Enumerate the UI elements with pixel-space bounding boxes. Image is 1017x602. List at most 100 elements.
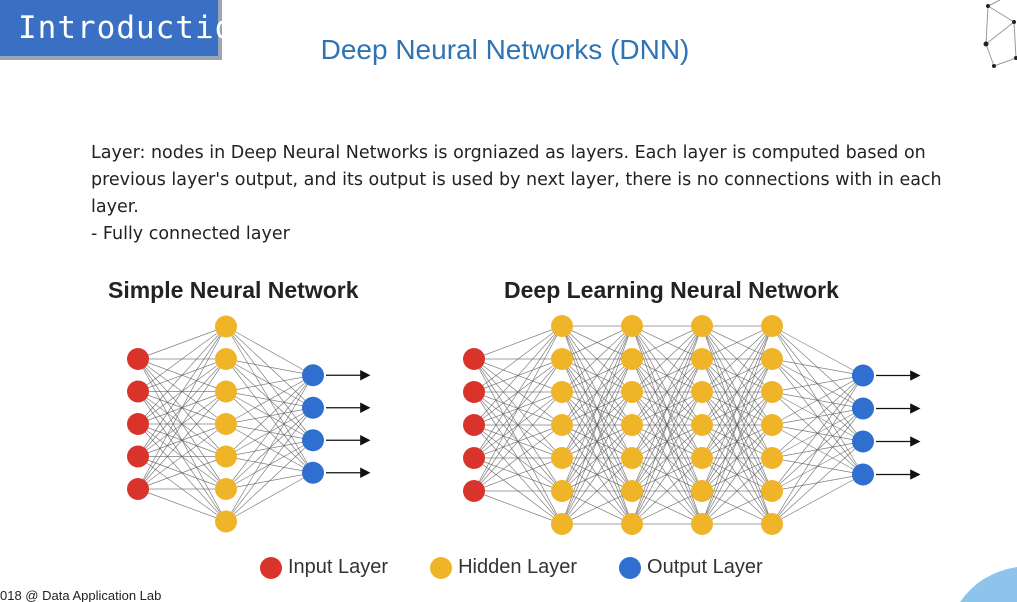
simple-net-edge <box>225 375 314 522</box>
corner-shape-icon <box>960 567 1017 602</box>
deep-net-edge <box>631 424 703 525</box>
deep-net-edge <box>631 325 703 459</box>
simple-net-edge <box>225 374 314 457</box>
simple-net-output-node <box>302 396 324 419</box>
deep-net-hidden-node <box>551 480 573 502</box>
deep-net-edge <box>473 325 563 393</box>
deep-net-hidden-node <box>621 348 643 370</box>
simple-net-hidden-node <box>215 315 237 338</box>
deep-net-edge <box>561 358 633 525</box>
deep-net-hidden-node <box>761 513 783 535</box>
deep-net-edge <box>561 391 633 525</box>
simple-net-edge <box>225 374 314 425</box>
slide-title: Deep Neural Networks (DNN) <box>320 34 690 65</box>
deep-net-hidden-node <box>551 513 573 535</box>
deep-net-input-node <box>463 447 485 469</box>
network-decoration-icon <box>983 0 1017 68</box>
deep-net-input-node <box>463 348 485 370</box>
deep-net-edge <box>701 358 773 525</box>
simple-network-title: Simple Neural Network <box>108 277 359 303</box>
deep-net-edge <box>561 325 633 525</box>
deep-net-hidden-node <box>761 414 783 436</box>
simple-net-hidden-node <box>215 380 237 403</box>
deep-net-edge <box>701 325 773 492</box>
deep-net-hidden-node <box>691 381 713 403</box>
simple-net-edges <box>137 326 371 522</box>
deep-net-output-node <box>852 397 874 420</box>
deep-net-edge <box>631 325 703 426</box>
deep-net-edge <box>701 457 773 525</box>
deep-net-hidden-node <box>621 447 643 469</box>
deep-net-edge <box>631 391 703 525</box>
output-dot-icon <box>619 556 642 579</box>
simple-net-edge <box>137 391 227 490</box>
simple-net-edge <box>137 423 227 490</box>
deep-net-output-node <box>852 430 874 453</box>
simple-net-edge <box>225 407 314 522</box>
simple-net-edge <box>225 439 314 522</box>
deep-net-edge <box>701 424 773 525</box>
deep-net-nodes <box>463 315 874 535</box>
deep-net-hidden-node <box>621 381 643 403</box>
deep-net-input-node <box>463 480 485 502</box>
simple-net-edge <box>225 472 314 522</box>
deep-net-edge <box>701 490 773 525</box>
deep-net-edge <box>631 358 703 525</box>
deep-net-edge <box>701 325 773 393</box>
legend-hidden-label: Hidden Layer <box>458 556 578 578</box>
deep-net-edge <box>771 441 864 525</box>
deep-net-input-node <box>463 381 485 403</box>
deep-net-hidden-node <box>761 381 783 403</box>
deep-net-hidden-node <box>621 513 643 535</box>
deep-net-edge <box>631 325 703 360</box>
simple-net-output-node <box>302 429 324 452</box>
legend-output-label: Output Layer <box>647 556 763 578</box>
simple-net-edge <box>225 374 314 392</box>
deep-net-edge <box>561 325 633 492</box>
deep-net-edge <box>473 325 563 360</box>
deep-net-edge <box>473 325 563 492</box>
deep-net-hidden-node <box>761 348 783 370</box>
body-text: Layer: nodes in Deep Neural Networks is … <box>91 140 951 248</box>
deep-net-edge <box>771 474 864 525</box>
paragraph: Layer: nodes in Deep Neural Networks is … <box>91 143 942 217</box>
deep-net-hidden-node <box>551 414 573 436</box>
simple-net-input-node <box>127 380 149 403</box>
simple-net-hidden-node <box>215 510 237 533</box>
deep-net-hidden-node <box>761 447 783 469</box>
deep-net-hidden-node <box>691 348 713 370</box>
deep-net-edge <box>631 325 703 393</box>
deep-net-edge <box>561 325 633 459</box>
deep-net-edge <box>473 490 563 525</box>
simple-net-edge <box>225 358 314 376</box>
legend-item-input: Input Layer <box>260 556 388 579</box>
deep-net-edge <box>473 358 563 492</box>
deep-net-edge <box>771 408 864 525</box>
deep-net-hidden-node <box>551 315 573 337</box>
deep-net-hidden-node <box>551 447 573 469</box>
deep-net-edge <box>771 375 864 393</box>
simple-net-input-node <box>127 348 149 370</box>
deep-net-edge <box>561 325 633 360</box>
deep-net-edge <box>771 325 864 376</box>
simple-net-edge <box>137 488 227 522</box>
deep-net-hidden-node <box>691 480 713 502</box>
deep-net-edge <box>473 391 563 492</box>
hidden-dot-icon <box>430 556 453 579</box>
simple-net-hidden-node <box>215 478 237 500</box>
deep-net-hidden-node <box>551 348 573 370</box>
deep-net-hidden-node <box>691 414 713 436</box>
footer: 018 @ Data Application Lab <box>0 588 162 602</box>
deep-net-edge <box>473 424 563 492</box>
deep-net-input-node <box>463 414 485 436</box>
deep-net-edge <box>473 325 563 459</box>
deep-net-edge <box>771 375 864 525</box>
deep-net-hidden-node <box>761 480 783 502</box>
legend-item-hidden: Hidden Layer <box>430 556 577 579</box>
simple-net-nodes <box>127 315 324 533</box>
deep-net-edge <box>631 490 703 525</box>
simple-net-input-node <box>127 413 149 435</box>
deep-net-edge <box>701 325 773 525</box>
